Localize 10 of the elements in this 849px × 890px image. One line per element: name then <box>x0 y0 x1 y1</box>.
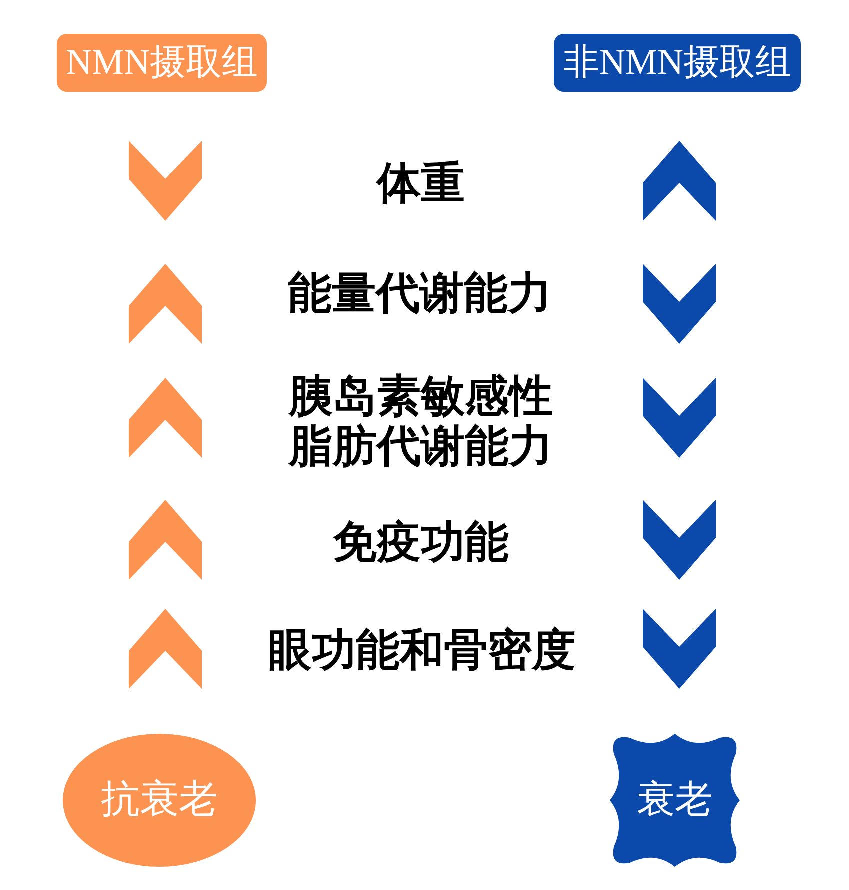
measure-label: 能量代谢能力 <box>288 270 552 318</box>
measure-label: 体重 <box>377 160 465 208</box>
group-header-box: 非NMN摄取组 <box>554 34 801 92</box>
measure-label: 脂肪代谢能力 <box>289 422 553 472</box>
measure-label: 免疫功能 <box>333 518 509 568</box>
outcome-ellipse: 抗衰老 <box>63 734 256 867</box>
outcome-badge: 衰老 <box>610 734 740 867</box>
measure-label: 眼功能和骨密度 <box>268 626 576 676</box>
group-header-box: NMN摄取组 <box>57 34 267 92</box>
measure-label: 胰岛素敏感性 <box>289 372 553 422</box>
